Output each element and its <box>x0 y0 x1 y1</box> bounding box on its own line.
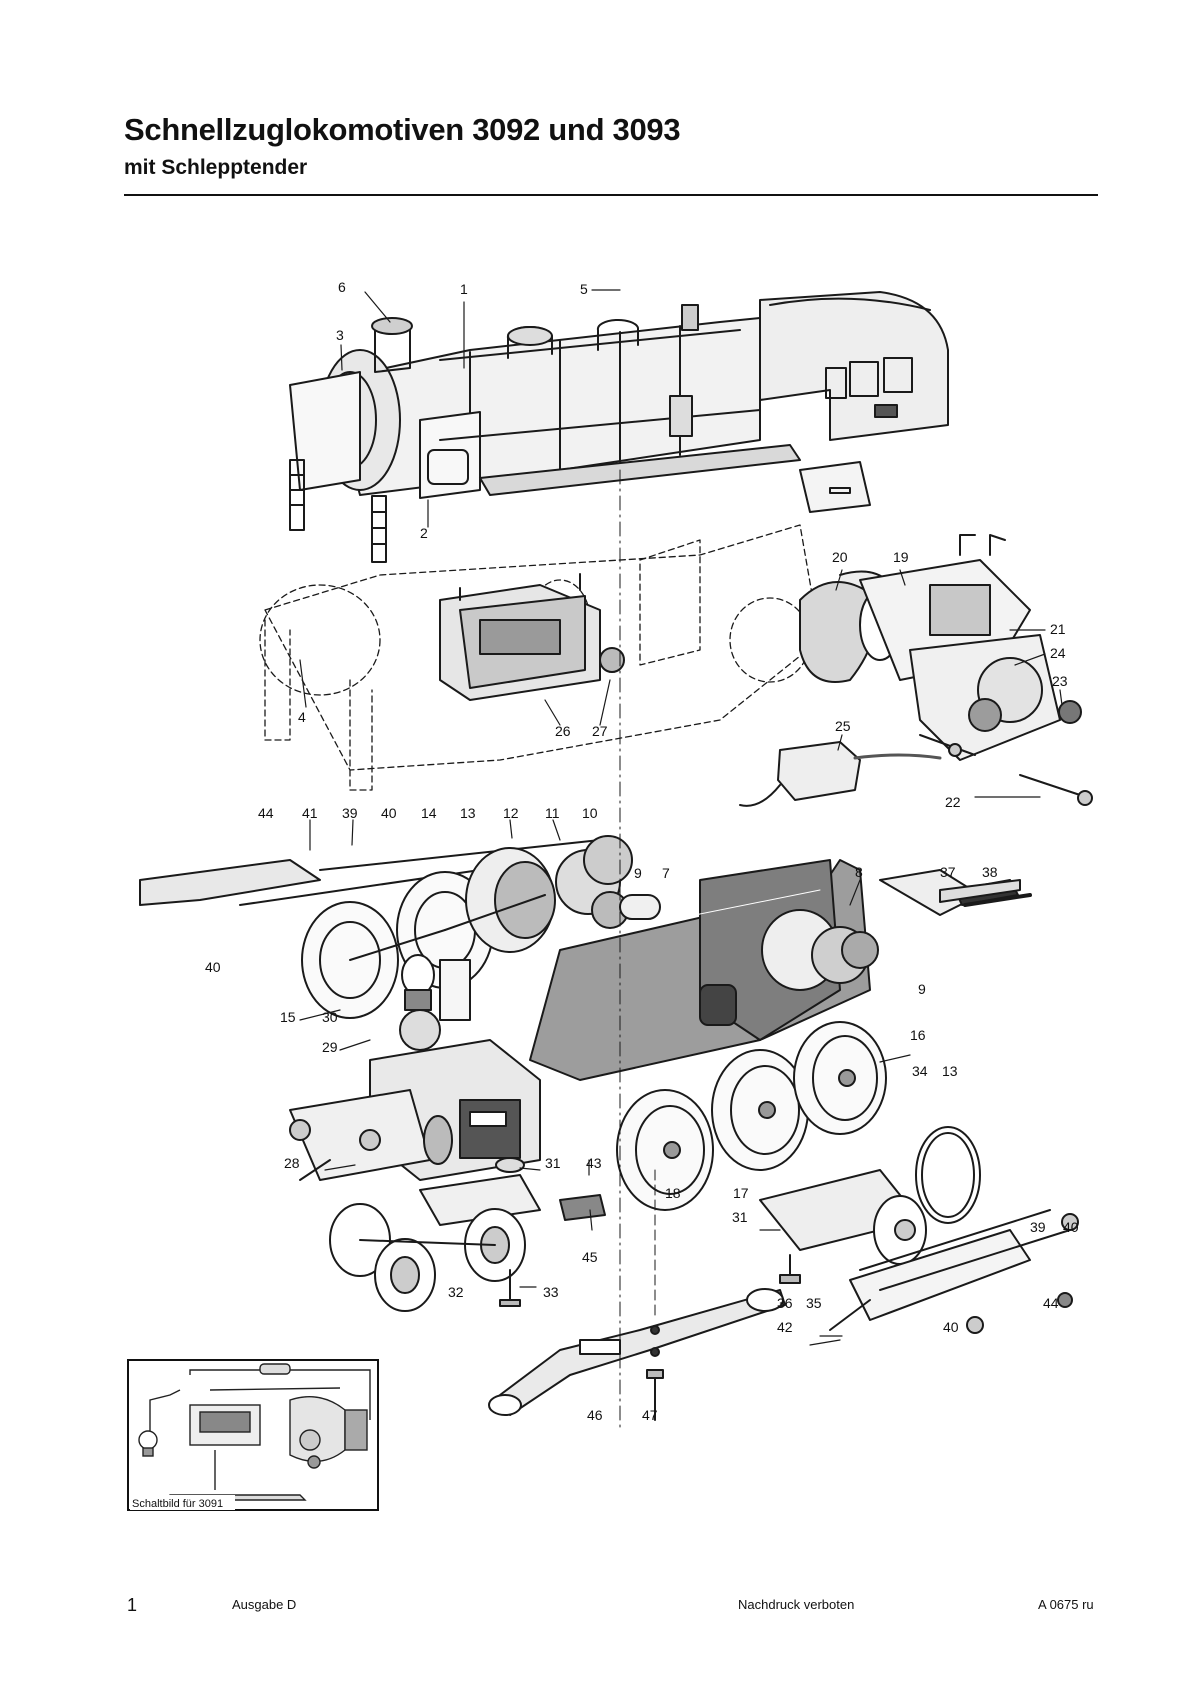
callout: 2 <box>420 525 428 541</box>
callout: 39 <box>342 805 358 821</box>
callout: 21 <box>1050 621 1066 637</box>
callout: 38 <box>982 864 998 880</box>
callout: 42 <box>777 1319 793 1335</box>
callout: 25 <box>835 718 851 734</box>
callout: 4 <box>298 709 306 725</box>
callout: 20 <box>832 549 848 565</box>
callout: 34 <box>912 1063 928 1079</box>
callout: 9 <box>634 865 642 881</box>
callout: 40 <box>205 959 221 975</box>
wiring-inset: Schaltbild für 3091 <box>127 1359 379 1511</box>
callout: 28 <box>284 1155 300 1171</box>
callout: 26 <box>555 723 571 739</box>
callout: 14 <box>421 805 437 821</box>
part-callouts: 6 1 5 3 2 20 19 21 24 23 4 26 27 25 22 4… <box>205 279 1079 1423</box>
reprint-notice: Nachdruck verboten <box>738 1597 855 1612</box>
edition-text: Ausgabe D <box>232 1597 297 1612</box>
reversing-unit <box>439 573 625 701</box>
callout: 19 <box>893 549 909 565</box>
pickup-skate <box>488 1288 786 1421</box>
callout: 44 <box>1043 1295 1059 1311</box>
callout: 5 <box>580 281 588 297</box>
callout: 43 <box>586 1155 602 1171</box>
callout: 40 <box>1063 1219 1079 1235</box>
document-code: A 0675 ru <box>1038 1597 1094 1612</box>
callout: 27 <box>592 723 608 739</box>
callout: 40 <box>381 805 397 821</box>
driving-wheels <box>616 1021 981 1224</box>
callout: 13 <box>460 805 476 821</box>
callout: 7 <box>662 865 670 881</box>
page-subtitle: mit Schlepptender <box>124 156 308 179</box>
callout: 24 <box>1050 645 1066 661</box>
callout: 31 <box>545 1155 561 1171</box>
callout: 1 <box>460 281 468 297</box>
callout: 17 <box>733 1185 749 1201</box>
page-title: Schnellzuglokomotiven 3092 und 3093 <box>124 112 681 147</box>
callout: 45 <box>582 1249 598 1265</box>
wiring-inset-label: Schaltbild für 3091 <box>132 1498 223 1510</box>
callout: 16 <box>910 1027 926 1043</box>
rear-truck <box>759 1169 1079 1334</box>
callout: 36 <box>777 1295 793 1311</box>
header-rule <box>124 194 1098 196</box>
callout: 31 <box>732 1209 748 1225</box>
callout: 35 <box>806 1295 822 1311</box>
motor-assembly <box>739 534 1093 807</box>
callout: 44 <box>258 805 274 821</box>
callout: 39 <box>1030 1219 1046 1235</box>
callout: 40 <box>943 1319 959 1335</box>
main-frame <box>529 859 1032 1081</box>
callout: 30 <box>322 1009 338 1025</box>
loco-body-shell <box>289 291 949 563</box>
callout: 29 <box>322 1039 338 1055</box>
page-number: 1 <box>127 1595 138 1615</box>
callout: 33 <box>543 1284 559 1300</box>
callout: 13 <box>942 1063 958 1079</box>
callout: 32 <box>448 1284 464 1300</box>
callout: 3 <box>336 327 344 343</box>
front-wheelset <box>139 835 633 1019</box>
callout: 12 <box>503 805 519 821</box>
callout: 18 <box>665 1185 681 1201</box>
callout: 10 <box>582 805 598 821</box>
callout: 37 <box>940 864 956 880</box>
callout: 15 <box>280 1009 296 1025</box>
callout: 11 <box>545 805 560 821</box>
callout: 41 <box>302 805 318 821</box>
callout: 47 <box>642 1407 658 1423</box>
callout: 22 <box>945 794 961 810</box>
callout: 6 <box>338 279 346 295</box>
callout: 23 <box>1052 673 1068 689</box>
leader-lines <box>299 289 1063 1346</box>
pilot-and-front-truck <box>289 954 606 1312</box>
callout: 9 <box>918 981 926 997</box>
callout: 8 <box>855 864 863 880</box>
callout: 46 <box>587 1407 603 1423</box>
